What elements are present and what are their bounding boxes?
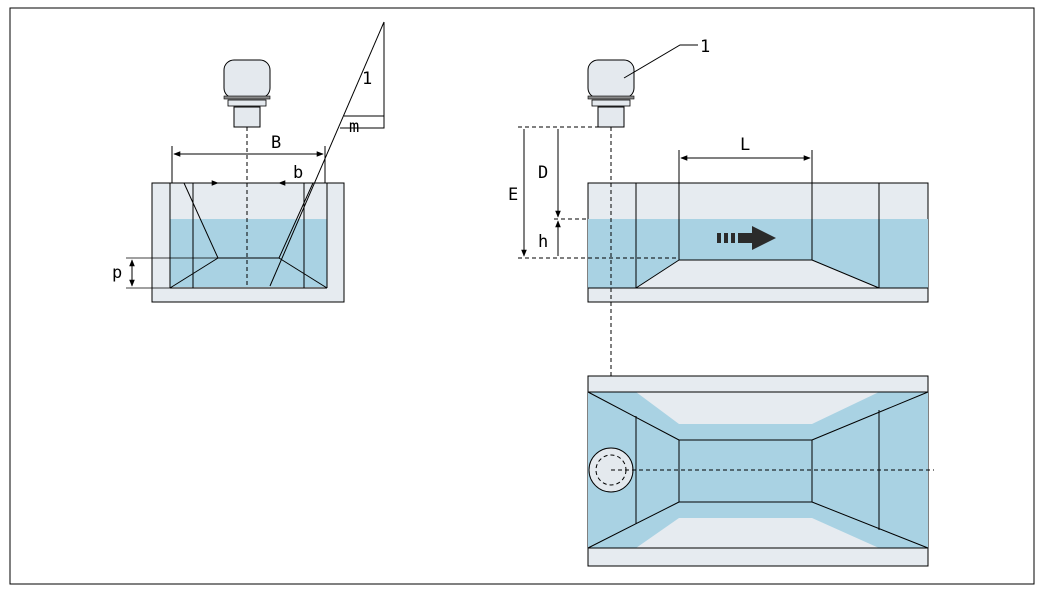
frame	[9, 7, 1035, 585]
height-p-label: p	[112, 263, 122, 283]
slope-1-label: 1	[362, 69, 372, 89]
side-view: 1 L E	[508, 37, 929, 460]
slope-triangle	[340, 22, 385, 129]
throat-top	[678, 439, 813, 503]
width-B-label: B	[271, 133, 281, 153]
distance-E-label: E	[508, 185, 518, 205]
water-side	[588, 219, 928, 288]
sensor-left	[223, 59, 271, 128]
callout-leader	[623, 44, 698, 79]
slope-m-label: m	[349, 117, 359, 137]
water-left	[170, 219, 327, 287]
distance-D-label: D	[538, 163, 548, 183]
sensor-right	[587, 59, 635, 128]
cross-section-view: 1 m B b p	[112, 21, 385, 303]
width-b-label: b	[293, 163, 303, 183]
flow-direction-arrow	[717, 226, 776, 250]
top-view	[587, 375, 934, 567]
height-h-label: h	[538, 232, 548, 252]
callout-1-label: 1	[700, 37, 710, 57]
length-L-label: L	[740, 135, 750, 155]
